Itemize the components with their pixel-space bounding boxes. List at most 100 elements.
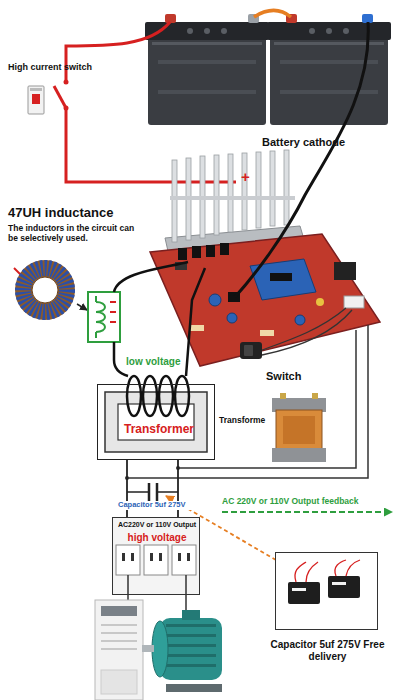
inverter-board <box>150 234 380 366</box>
battery <box>362 14 373 23</box>
air-conditioner <box>101 632 137 634</box>
heatsink <box>256 152 261 228</box>
transformer-photo <box>276 410 322 450</box>
part-label: Switch <box>266 370 326 383</box>
socket-panel <box>159 553 162 561</box>
polarity-mark: + <box>241 168 257 185</box>
inverter-board <box>190 325 204 331</box>
node-title: Transformer <box>118 423 200 437</box>
switch-symbol <box>64 80 69 85</box>
feedback-arrow <box>222 511 392 513</box>
inductor-symbol <box>96 302 105 332</box>
electric-motor <box>142 645 154 652</box>
air-conditioner <box>95 600 143 700</box>
capacitor-photo <box>332 582 346 585</box>
inverter-board <box>260 330 274 336</box>
part-label: Battery cathode <box>262 136 372 149</box>
battery <box>145 22 269 40</box>
inductor-symbol <box>95 296 97 338</box>
battery <box>204 28 210 34</box>
rocker-switch <box>240 308 352 359</box>
inverter-board <box>206 245 215 257</box>
socket-panel <box>144 545 168 575</box>
battery <box>158 60 256 64</box>
transformer-photo <box>272 393 326 462</box>
feedback-wire <box>125 325 368 480</box>
electric-motor <box>166 654 216 657</box>
negative-wire <box>235 22 368 297</box>
air-conditioner <box>101 670 137 694</box>
electric-motor <box>142 610 222 692</box>
heatsink <box>172 160 177 242</box>
inverter-board <box>209 294 221 306</box>
part-label: Transforme <box>219 416 273 426</box>
capacitor-photo <box>335 560 360 576</box>
heatsink <box>242 153 247 230</box>
capacitor-photo-box: Capacitor 5uf 275V Free delivery <box>275 552 378 630</box>
inductor-symbol <box>88 292 120 342</box>
inverter-board <box>150 234 380 366</box>
heatsink <box>270 151 275 226</box>
battery <box>165 14 176 23</box>
low-voltage-wire <box>114 262 205 376</box>
battery <box>158 90 256 94</box>
electric-motor <box>160 618 222 680</box>
battery <box>187 28 193 34</box>
toroid-inductor <box>23 268 67 312</box>
voltage-label: low voltage <box>126 356 206 368</box>
battery <box>280 60 378 64</box>
low-voltage-wire <box>114 262 188 292</box>
battery <box>270 30 388 125</box>
air-conditioner <box>101 624 137 626</box>
socket-panel <box>112 517 200 595</box>
transformer-box: Transformer <box>97 384 215 460</box>
battery <box>326 28 332 34</box>
electric-motor <box>166 664 216 667</box>
inverter-board <box>334 262 356 280</box>
inverter-board <box>220 243 229 255</box>
air-conditioner <box>95 600 143 700</box>
socket-panel <box>112 517 200 595</box>
battery <box>343 28 349 34</box>
inverter-board <box>344 296 364 308</box>
capacitor-symbol <box>149 483 157 501</box>
battery <box>267 14 391 125</box>
transformer-coil <box>127 376 189 416</box>
transformer-photo <box>312 393 318 399</box>
capacitor-photo <box>328 576 360 598</box>
electric-motor <box>182 610 200 620</box>
inductor-symbol <box>110 302 116 322</box>
inverter-board <box>227 313 237 323</box>
rocker-switch <box>262 308 346 350</box>
socket-panel <box>116 545 140 575</box>
electric-motor <box>166 624 216 627</box>
transformer-coil <box>159 376 173 416</box>
part-label: 47UH inductance <box>8 206 158 221</box>
capacitor-photo <box>275 552 378 630</box>
heatsink <box>170 196 295 200</box>
capacitor-photo <box>295 562 318 582</box>
capacitor-photo <box>275 552 378 630</box>
rocker-switch <box>262 310 352 355</box>
inverter-board <box>270 273 292 281</box>
electric-motor <box>166 634 216 637</box>
node-subtitle: high voltage <box>113 532 201 544</box>
battery <box>309 28 315 34</box>
electric-motor <box>152 621 168 677</box>
low-voltage-wire <box>186 268 205 376</box>
node-caption: Capacitor 5uf 275V Free delivery <box>270 639 385 662</box>
socket-panel <box>122 553 125 561</box>
heatsink <box>214 155 219 235</box>
electric-motor <box>166 644 216 647</box>
feedback-wire <box>127 325 368 478</box>
air-conditioner <box>101 640 137 642</box>
battery-link-wire <box>254 10 291 17</box>
rocker-switch <box>244 345 253 356</box>
signal-label: AC 220V or 110V Output feedback <box>222 497 402 507</box>
feedback-wire <box>178 330 356 468</box>
part-label: Capacitor 5uf 275V <box>118 501 200 510</box>
battery <box>145 14 269 125</box>
inverter-board <box>316 298 324 306</box>
switch-symbol <box>54 86 66 108</box>
